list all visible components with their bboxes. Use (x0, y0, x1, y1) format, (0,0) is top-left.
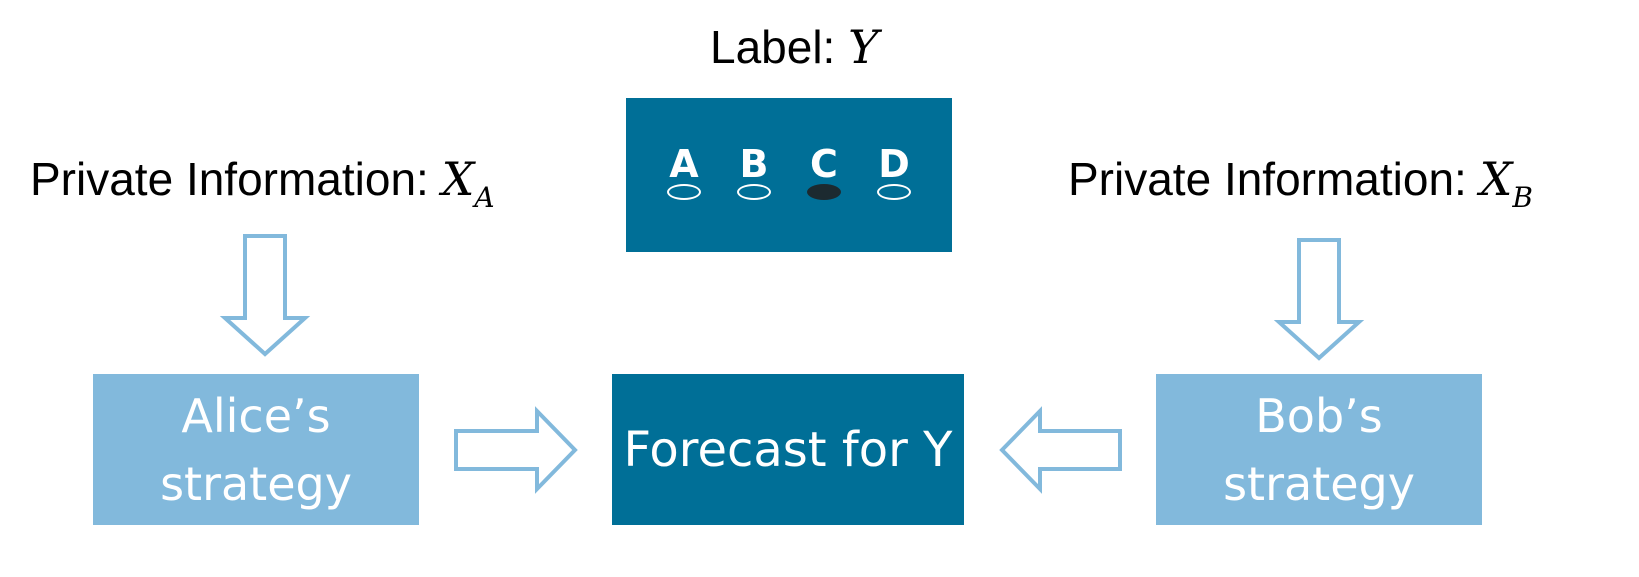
bob-strategy-line1: Bob’s (1255, 388, 1383, 443)
left-arrow-icon (999, 406, 1122, 494)
forecast-box: Forecast for Y (612, 374, 964, 525)
private-information-a-text: Private Information: (30, 153, 442, 205)
bob-strategy-box: Bob’s strategy (1156, 374, 1482, 525)
private-information-b-symbol: XB (1479, 152, 1533, 214)
label-symbol: Y (848, 20, 879, 74)
choice-b-bubble (737, 184, 771, 200)
answer-card: A B C D (626, 98, 952, 252)
choice-d-letter: D (878, 142, 910, 186)
alice-strategy-box: Alice’s strategy (93, 374, 419, 525)
choice-d: D (872, 144, 916, 200)
alice-strategy-line1: Alice’s (181, 388, 331, 443)
label-title: Label: Y (710, 20, 879, 74)
forecast-label: Forecast for Y (623, 421, 953, 478)
private-information-a: Private Information: XA (30, 152, 495, 214)
choice-a: A (662, 144, 706, 200)
choice-c: C (802, 144, 846, 200)
label-title-text: Label: (710, 21, 849, 73)
right-arrow-icon (454, 406, 578, 494)
private-information-b-text: Private Information: (1068, 153, 1480, 205)
private-information-a-symbol: XA (441, 152, 495, 214)
choice-c-bubble-filled (807, 184, 841, 200)
choice-d-bubble (877, 184, 911, 200)
choice-c-letter: C (810, 142, 838, 186)
down-arrow-right-icon (1273, 238, 1365, 361)
bob-strategy-line2: strategy (1223, 456, 1415, 511)
alice-strategy-line2: strategy (160, 456, 352, 511)
choice-a-bubble (667, 184, 701, 200)
choice-b-letter: B (739, 142, 769, 186)
choice-b: B (732, 144, 776, 200)
down-arrow-left-icon (219, 234, 311, 357)
private-information-b: Private Information: XB (1068, 152, 1533, 214)
choice-a-letter: A (669, 142, 699, 186)
